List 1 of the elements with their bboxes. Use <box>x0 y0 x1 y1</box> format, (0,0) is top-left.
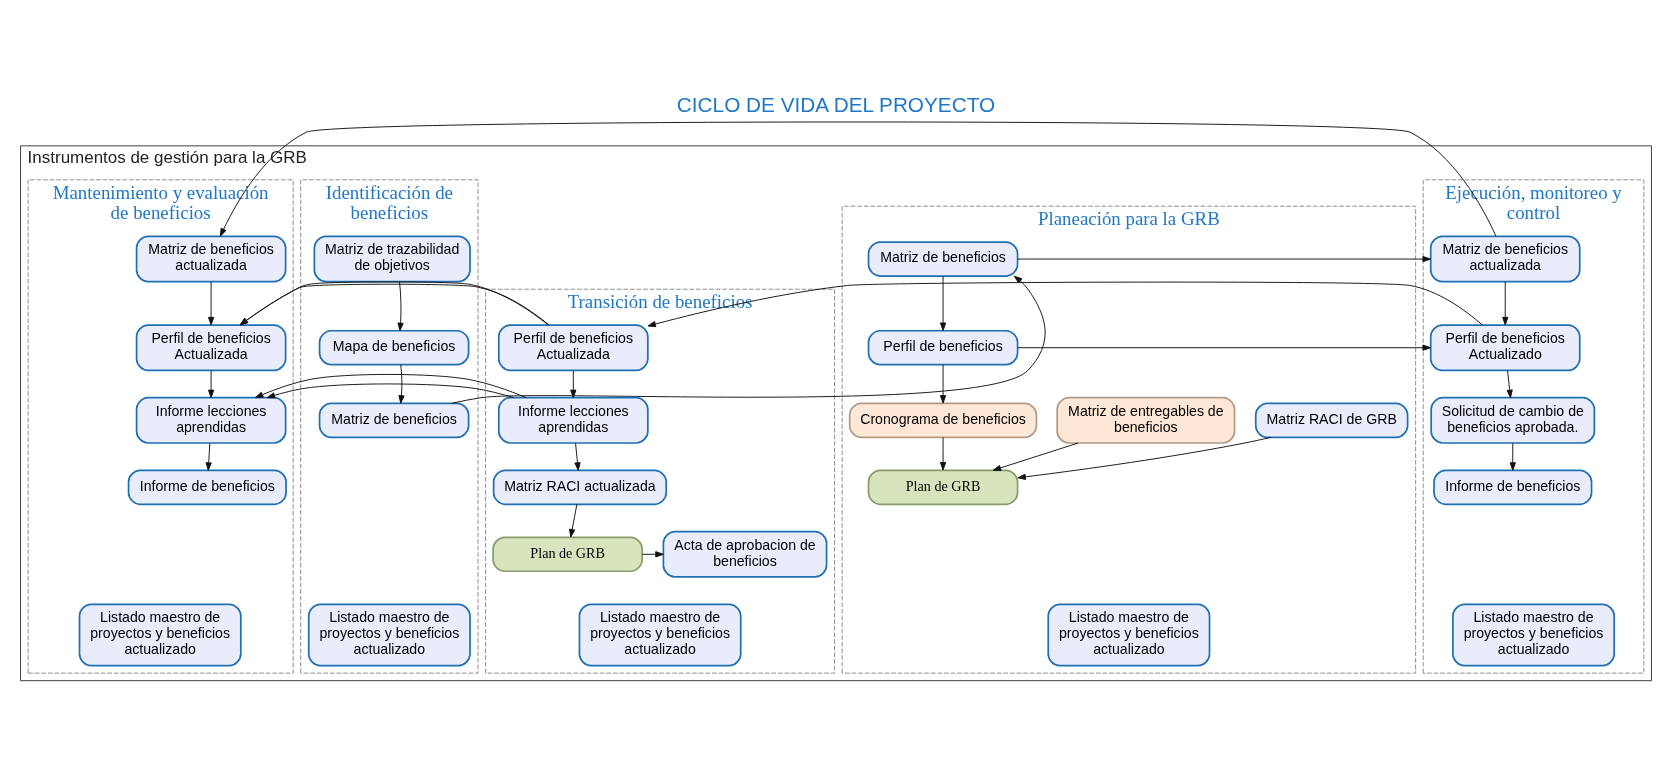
diagram-title: CICLO DE VIDA DEL PROYECTO <box>676 93 996 117</box>
